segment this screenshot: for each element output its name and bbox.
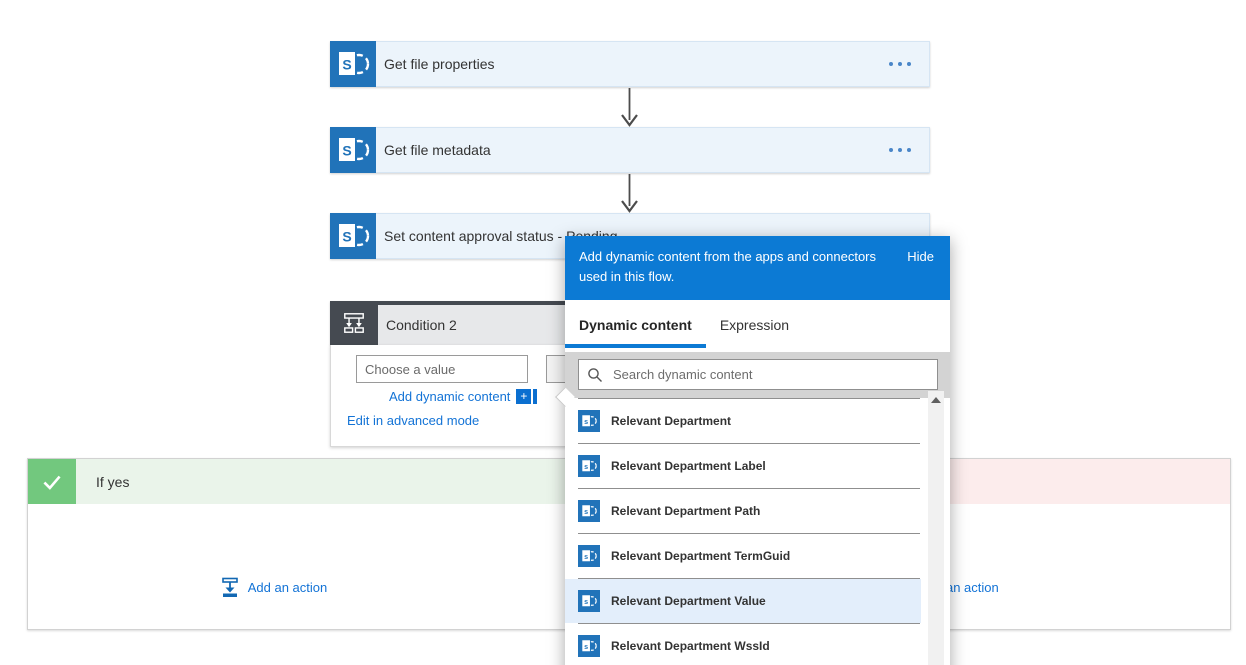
tab-dynamic-content[interactable]: Dynamic content bbox=[565, 306, 706, 348]
svg-text:S: S bbox=[342, 143, 351, 159]
search-dynamic-content-input[interactable] bbox=[613, 367, 929, 382]
list-item[interactable]: s Relevant Department bbox=[565, 399, 921, 443]
dynamic-content-popup: Add dynamic content from the apps and co… bbox=[555, 236, 950, 665]
sharepoint-icon: s bbox=[578, 635, 600, 657]
svg-text:s: s bbox=[584, 463, 588, 471]
sharepoint-icon: s bbox=[578, 455, 600, 477]
if-yes-label: If yes bbox=[96, 473, 130, 490]
svg-text:S: S bbox=[342, 57, 351, 73]
tab-expression[interactable]: Expression bbox=[719, 317, 790, 333]
add-an-action-button[interactable]: Add an action bbox=[4, 577, 543, 598]
svg-text:s: s bbox=[584, 553, 588, 561]
connector-arrow-icon bbox=[621, 174, 638, 213]
svg-text:s: s bbox=[584, 508, 588, 516]
if-yes-branch-card[interactable]: If yes Add an action bbox=[27, 458, 568, 630]
connector-arrow-icon bbox=[621, 88, 638, 127]
sharepoint-icon: S bbox=[330, 213, 376, 259]
list-item[interactable]: s Relevant Department TermGuid bbox=[565, 534, 921, 578]
sharepoint-icon: s bbox=[578, 410, 600, 432]
action-card-get-file-properties[interactable]: S Get file properties bbox=[330, 41, 930, 87]
svg-text:s: s bbox=[584, 418, 588, 426]
sharepoint-icon: s bbox=[578, 500, 600, 522]
search-box[interactable] bbox=[578, 359, 938, 390]
svg-text:s: s bbox=[584, 643, 588, 651]
condition-value-input[interactable] bbox=[356, 355, 528, 383]
dynamic-content-list: s Relevant Department s Relevant Departm… bbox=[565, 398, 921, 665]
if-yes-header[interactable]: If yes bbox=[28, 459, 567, 504]
action-card-get-file-metadata[interactable]: S Get file metadata bbox=[330, 127, 930, 173]
popup-header-text: Add dynamic content from the apps and co… bbox=[579, 249, 877, 284]
hide-button[interactable]: Hide bbox=[907, 249, 934, 264]
svg-text:s: s bbox=[584, 598, 588, 606]
edit-advanced-mode-link[interactable]: Edit in advanced mode bbox=[347, 413, 480, 428]
condition-title: Condition 2 bbox=[386, 317, 457, 333]
sharepoint-icon: s bbox=[578, 590, 600, 612]
svg-text:S: S bbox=[342, 229, 351, 245]
search-icon bbox=[588, 367, 602, 382]
more-options-icon[interactable] bbox=[889, 62, 911, 66]
action-title: Get file properties bbox=[384, 56, 495, 72]
sharepoint-icon: s bbox=[578, 545, 600, 567]
add-an-action-label: Add an action bbox=[247, 580, 328, 595]
more-options-icon[interactable] bbox=[889, 148, 911, 152]
add-dynamic-plus-icon[interactable]: + bbox=[516, 389, 538, 404]
add-action-arrow-icon bbox=[221, 577, 238, 597]
search-strip bbox=[565, 352, 950, 398]
sharepoint-icon: S bbox=[330, 41, 376, 87]
popup-header: Add dynamic content from the apps and co… bbox=[565, 236, 950, 300]
condition-icon bbox=[344, 313, 364, 333]
scroll-up-arrow-icon[interactable] bbox=[931, 397, 941, 403]
list-item[interactable]: s Relevant Department Path bbox=[565, 489, 921, 533]
sharepoint-icon: S bbox=[330, 127, 376, 173]
add-dynamic-content-link[interactable]: Add dynamic content bbox=[389, 389, 511, 404]
list-item-selected[interactable]: s Relevant Department Value bbox=[565, 579, 921, 623]
checkmark-icon bbox=[43, 475, 61, 490]
list-item[interactable]: s Relevant Department WssId bbox=[565, 624, 921, 665]
list-item[interactable]: s Relevant Department Label bbox=[565, 444, 921, 488]
action-title: Set content approval status - Pending bbox=[384, 228, 618, 244]
action-title: Get file metadata bbox=[384, 142, 491, 158]
popup-scrollbar[interactable] bbox=[928, 391, 944, 665]
popup-tabs: Dynamic content Expression bbox=[565, 300, 950, 352]
